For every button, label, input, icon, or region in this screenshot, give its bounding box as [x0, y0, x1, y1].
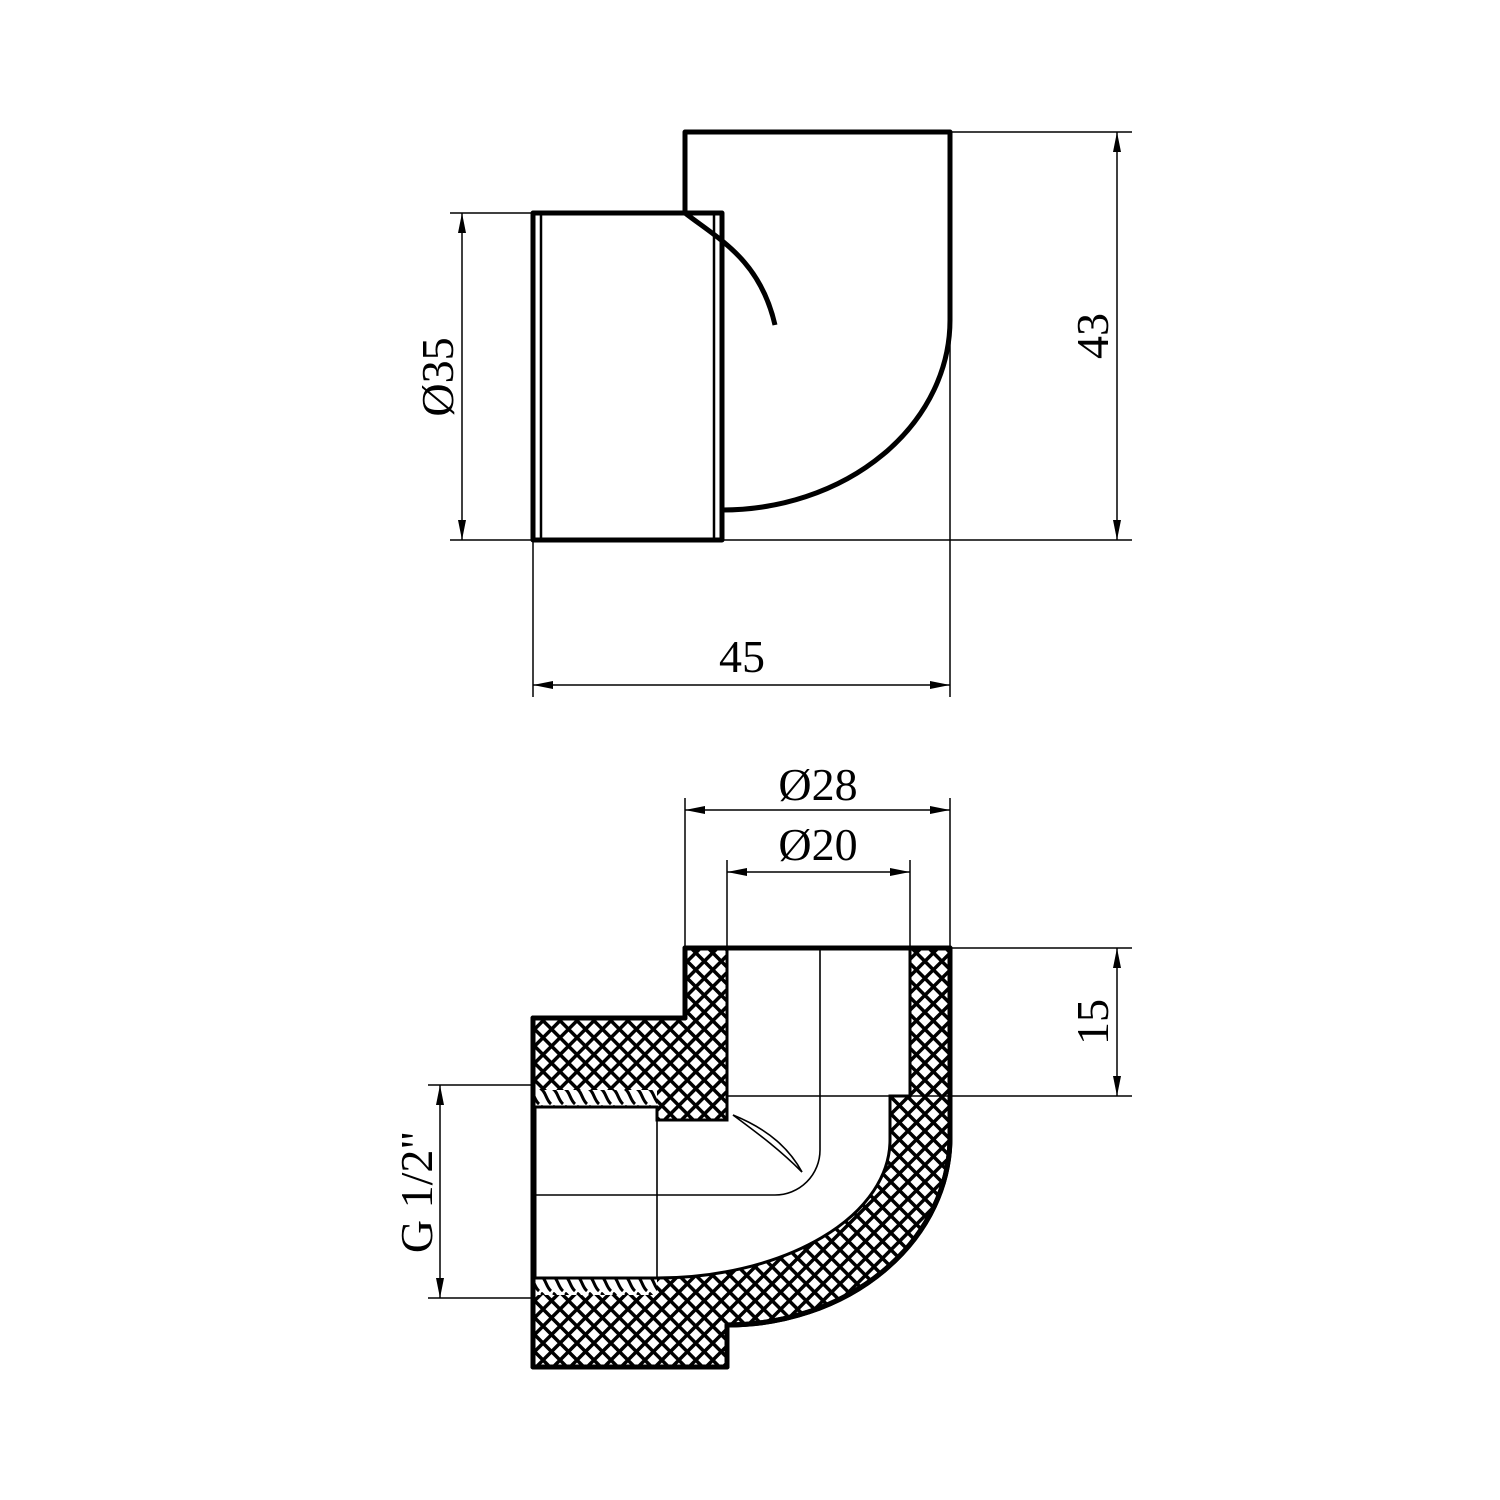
- height-label: 43: [1067, 313, 1118, 359]
- thread-top: [535, 1090, 657, 1107]
- width-label: 45: [719, 631, 765, 682]
- thread-label: G 1/2": [391, 1131, 442, 1253]
- inner-diameter-label: Ø20: [778, 819, 857, 870]
- elbow-outline: [530, 129, 953, 543]
- diameter-label: Ø35: [412, 337, 463, 416]
- socket-depth-label: 15: [1067, 999, 1118, 1045]
- dimension-height: 43: [722, 131, 1132, 541]
- outer-diameter-label: Ø28: [778, 759, 857, 810]
- dimension-thread: G 1/2": [391, 1084, 533, 1299]
- dimension-width: 45: [532, 132, 951, 697]
- dimension-outer-diameter: Ø28: [684, 759, 951, 948]
- section-view: Ø28 Ø20 15 G 1/2": [391, 759, 1132, 1370]
- thread-bottom: [535, 1278, 657, 1295]
- dimension-inner-diameter: Ø20: [726, 819, 911, 948]
- center-lines: [535, 948, 893, 1278]
- dimension-socket-depth: 15: [910, 947, 1132, 1097]
- dimension-diameter: Ø35: [412, 212, 533, 541]
- side-view: Ø35 43 45: [412, 129, 1132, 697]
